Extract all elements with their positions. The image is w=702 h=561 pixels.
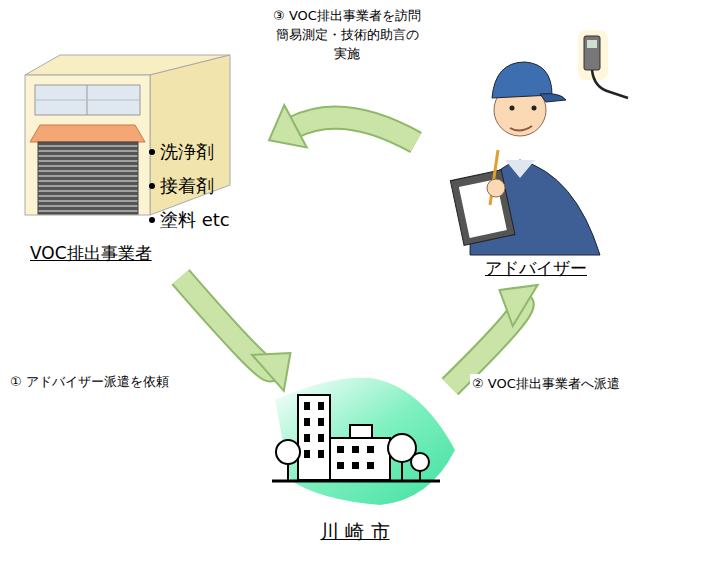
node-label: アドバイザー xyxy=(485,257,587,280)
material-item: 洗浄剤 xyxy=(160,140,214,164)
block-arrow xyxy=(269,105,416,147)
step-label: ① アドバイザー派遣を依頼 xyxy=(8,372,171,392)
block-arrow xyxy=(450,285,538,387)
advisor-figure xyxy=(450,30,628,255)
material-item: 塗料 etc xyxy=(160,208,230,232)
factory-building xyxy=(25,55,230,223)
illustrated-node: アドバイザー xyxy=(440,30,610,280)
block-arrow xyxy=(181,277,291,391)
step-label: ③ VOC排出事業者を訪問 簡易測定・技術的助言の実施 xyxy=(268,6,426,65)
node-label: VOC排出事業者 xyxy=(30,242,152,265)
material-item: 接着剤 xyxy=(160,174,214,198)
step-label: ② VOC排出事業者へ派遣 xyxy=(470,374,622,394)
node-label: 川 崎 市 xyxy=(320,519,389,545)
city-hall xyxy=(272,378,455,505)
illustrated-node: 川 崎 市 xyxy=(270,365,440,545)
